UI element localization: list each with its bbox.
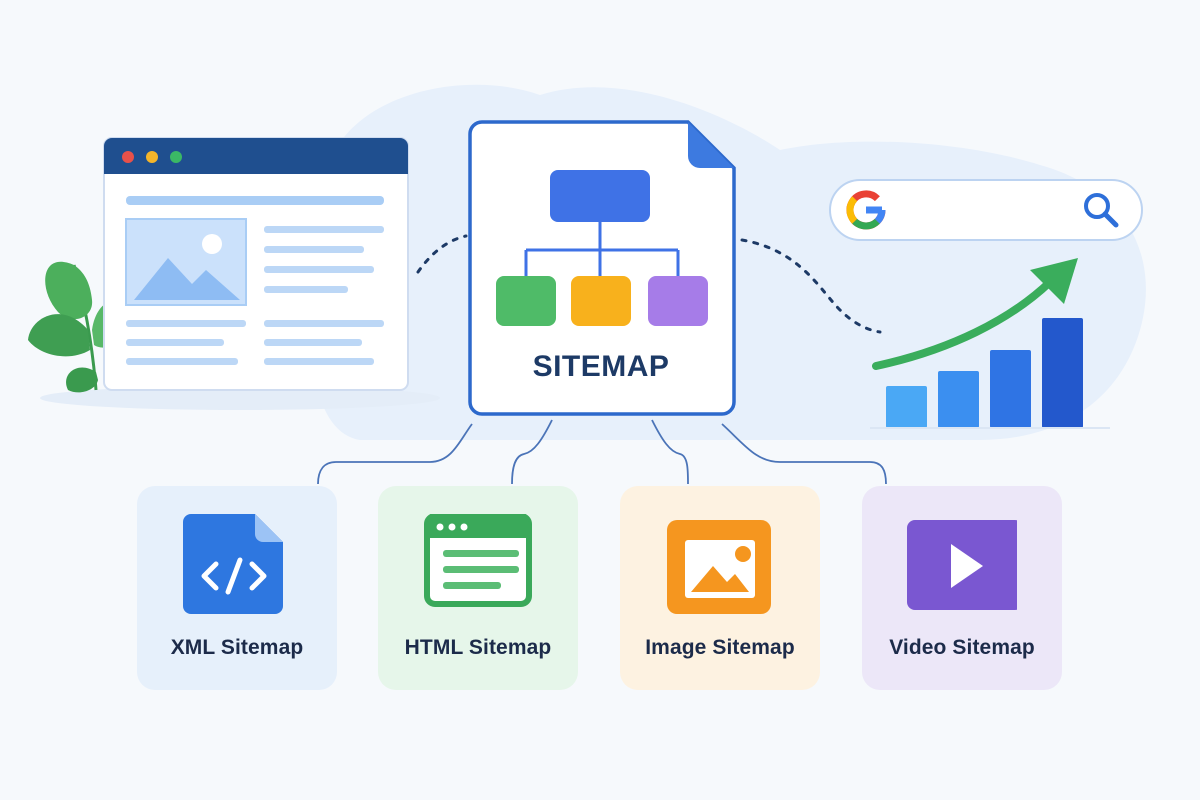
- growth-bar: [886, 386, 927, 428]
- sitemap-document: [468, 120, 736, 416]
- hierarchy-child-node: [648, 276, 708, 326]
- video-play-icon: [907, 520, 1017, 610]
- image-sitemap-label: Image Sitemap: [645, 636, 795, 659]
- window-dot-red: [122, 151, 134, 163]
- search-icon: [1084, 193, 1119, 228]
- growth-bar: [938, 371, 979, 428]
- window-dot-green: [170, 151, 182, 163]
- code-file-icon: [183, 514, 283, 614]
- video-sitemap-card[interactable]: Video Sitemap: [862, 486, 1062, 690]
- bar-chart-growth-icon: [870, 258, 1110, 429]
- sitemap-title: SITEMAP: [532, 350, 670, 383]
- xml-sitemap-card[interactable]: XML Sitemap: [137, 486, 337, 690]
- browser-window-icon: [103, 137, 409, 391]
- xml-sitemap-label: XML Sitemap: [170, 636, 304, 659]
- html-page-icon: [424, 514, 532, 607]
- hierarchy-root-node: [550, 170, 650, 222]
- google-logo: [846, 190, 886, 230]
- html-sitemap-card[interactable]: HTML Sitemap: [378, 486, 578, 690]
- growth-bar: [990, 350, 1031, 428]
- card-connectors: [317, 419, 887, 485]
- hierarchy-child-node: [571, 276, 631, 326]
- search-bar: [829, 179, 1143, 241]
- image-sitemap-card[interactable]: Image Sitemap: [620, 486, 820, 690]
- hierarchy-child-node: [496, 276, 556, 326]
- video-sitemap-label: Video Sitemap: [889, 636, 1035, 659]
- ground-shadow: [40, 386, 440, 410]
- image-icon: [667, 520, 771, 614]
- window-dot-yellow: [146, 151, 158, 163]
- dotted-connector-right: [740, 238, 882, 334]
- sitemap-hierarchy-icon: [496, 170, 708, 326]
- growth-bar: [1042, 318, 1083, 428]
- growth-arrow: [872, 278, 1054, 370]
- html-sitemap-label: HTML Sitemap: [404, 636, 552, 659]
